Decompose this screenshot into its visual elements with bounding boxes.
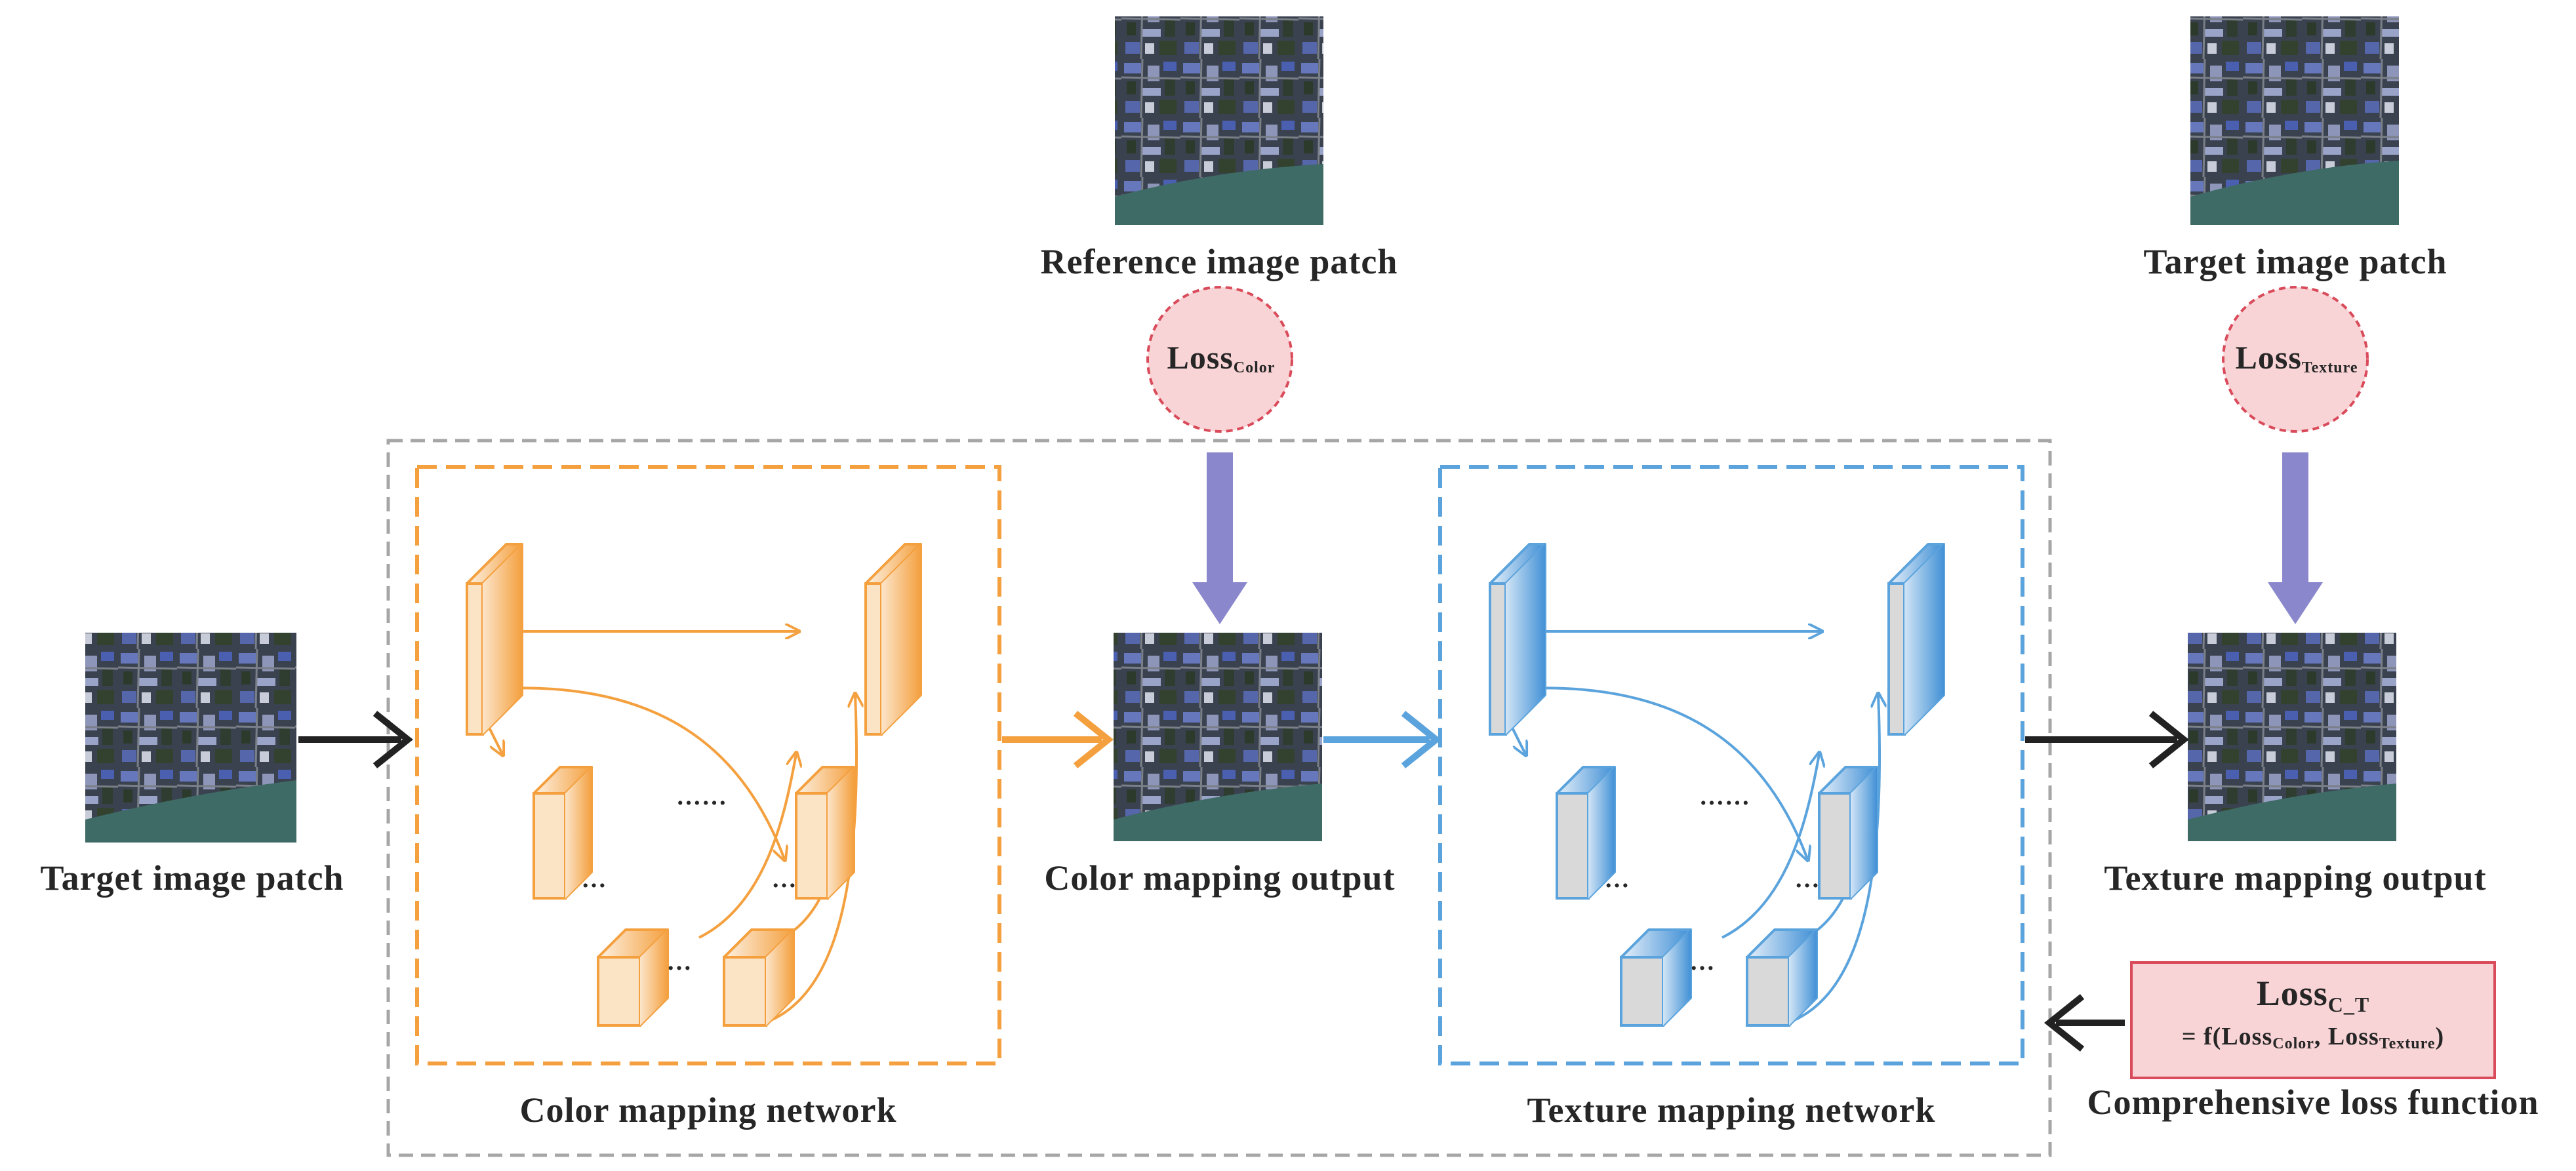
purple-arrow-color — [1192, 452, 1247, 624]
arrow-input — [298, 711, 414, 768]
color-network-block-enc1 — [466, 543, 523, 736]
texture-ellipsis-bottom: … — [1689, 948, 1716, 976]
loss-ct-text: LossC_T — [2256, 974, 2370, 1016]
target-image-top-label: Target image patch — [2143, 242, 2447, 281]
reference-image-patch — [1115, 16, 1323, 225]
color-output-label: Color mapping output — [1044, 858, 1396, 898]
texture-network-frame — [1438, 465, 2024, 1065]
loss-color-circle — [1146, 286, 1293, 433]
color-network-label: Color mapping network — [519, 1090, 897, 1130]
texture-network-block-dec1 — [1887, 543, 1945, 736]
texture-network-blocks — [1489, 543, 1945, 1027]
purple-arrow-texture — [2268, 452, 2323, 624]
arrow-loss-feedback — [2043, 994, 2125, 1052]
target-image-patch-left — [85, 633, 296, 843]
texture-network-block-enc2 — [1556, 766, 1616, 900]
texture-ellipsis-right: … — [1794, 865, 1821, 893]
color-network-block-enc3 — [597, 928, 669, 1027]
texture-network-block-enc3 — [1620, 928, 1692, 1027]
texture-network-block-enc1 — [1489, 543, 1546, 736]
reference-image-label: Reference image patch — [1040, 242, 1398, 281]
color-ellipsis-right: … — [771, 865, 797, 893]
texture-mapping-output-image — [2188, 633, 2396, 841]
loss-color-text: LossColor — [1167, 339, 1276, 376]
comprehensive-loss-box — [2130, 961, 2496, 1079]
color-ellipsis-left: … — [581, 865, 607, 893]
color-ellipsis-bottom: … — [666, 948, 693, 976]
arrow-texture-out — [2025, 711, 2190, 768]
outer-dashed-frame — [386, 439, 2052, 1157]
comprehensive-loss-label: Comprehensive loss function — [2087, 1082, 2539, 1122]
texture-ellipsis-left: … — [1604, 865, 1630, 893]
loss-formula: = f(LossColor, LossTexture) — [2181, 1023, 2445, 1052]
texture-network-label: Texture mapping network — [1527, 1090, 1936, 1130]
arrow-color-out — [1002, 711, 1114, 768]
color-network-block-dec1 — [864, 543, 922, 736]
color-ellipsis-mid: …… — [676, 783, 727, 810]
texture-ellipsis-mid: …… — [1699, 783, 1750, 810]
arrow-texture-in — [1323, 711, 1442, 768]
color-network-block-enc2 — [533, 766, 593, 900]
color-network-block-dec2 — [795, 766, 855, 900]
target-image-left-label: Target image patch — [40, 858, 344, 898]
color-network-block-dec3 — [723, 928, 795, 1027]
color-network-frame — [415, 465, 1001, 1065]
color-network-blocks — [466, 543, 922, 1027]
loss-texture-text: LossTexture — [2235, 339, 2358, 376]
color-mapping-output-image — [1114, 633, 1322, 841]
texture-output-label: Texture mapping output — [2104, 858, 2487, 898]
loss-texture-circle — [2222, 286, 2369, 433]
texture-network-block-dec3 — [1746, 928, 1818, 1027]
texture-network-block-dec2 — [1818, 766, 1878, 900]
target-image-patch-top — [2190, 16, 2399, 225]
